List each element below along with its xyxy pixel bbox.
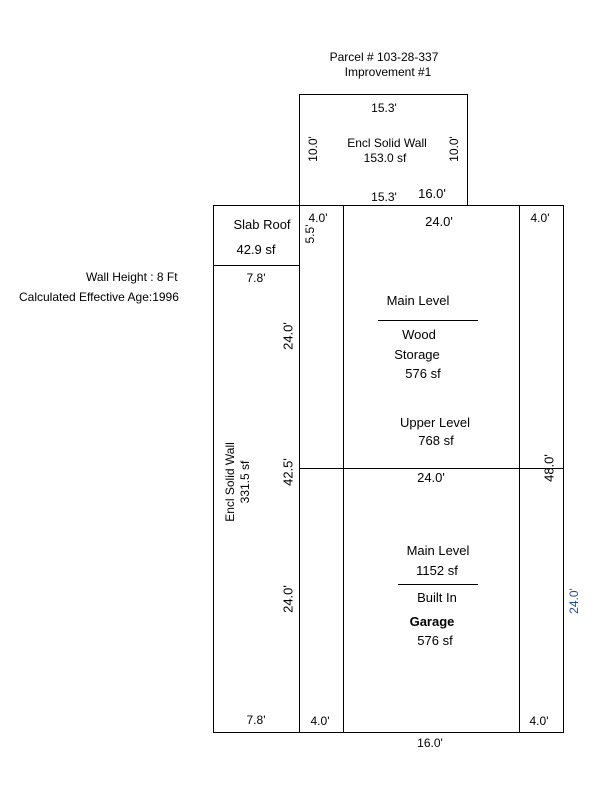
lower-room-rule	[398, 584, 478, 585]
slab-roof-dim: 7.8'	[246, 271, 266, 285]
top-box-left-dim: 10.0'	[306, 136, 320, 162]
effective-age: Calculated Effective Age:1996	[19, 290, 179, 304]
upper-room-level: Main Level	[386, 293, 450, 308]
dim-right-total-vert: 48.0'	[541, 454, 557, 482]
improvement-label: Improvement #1	[344, 65, 432, 79]
main-right-line	[519, 205, 520, 733]
parcel-number: Parcel # 103-28-337	[329, 50, 439, 64]
top-box-area: 153.0 sf	[363, 151, 407, 165]
dim-main-top: 24.0'	[425, 214, 453, 229]
dim-left-lower-vert: 24.0'	[280, 585, 296, 613]
left-strip-line	[299, 205, 300, 733]
dim-middle-width: 24.0'	[417, 470, 445, 485]
upper-level-area: 768 sf	[418, 433, 454, 448]
top-box-top-dim: 15.3'	[371, 101, 397, 115]
dim-right-strip-bottom: 4.0'	[529, 714, 549, 728]
dim-left-strip-bottom: 4.0'	[310, 714, 330, 728]
dim-left-total-vert: 42.5'	[280, 458, 296, 486]
top-box-bottom-dim: 15.3'	[371, 190, 397, 204]
dim-right-strip-top: 4.0'	[530, 211, 550, 225]
middle-divider	[299, 468, 564, 469]
slab-roof-label: Slab Roof	[233, 217, 291, 232]
outer-frame	[213, 205, 564, 733]
lower-room-use: Garage	[409, 614, 455, 629]
top-box-side-dim: 16.0'	[418, 186, 446, 201]
main-left-line	[343, 205, 344, 733]
upper-room-area: 576 sf	[405, 366, 441, 381]
slab-roof-divider	[213, 265, 300, 266]
top-box-label: Encl Solid Wall	[347, 136, 427, 150]
upper-level-label: Upper Level	[399, 415, 471, 430]
upper-room-rule	[378, 320, 478, 321]
left-wing-bottom-dim: 7.8'	[246, 713, 266, 727]
lower-room-type: Built In	[417, 590, 457, 605]
dim-left-strip-top: 4.0'	[308, 211, 328, 225]
lower-room-area: 576 sf	[417, 633, 453, 648]
left-wing-area: 331.5 sf	[238, 460, 252, 504]
wall-height: Wall Height : 8 Ft	[86, 270, 178, 284]
dim-bottom-width: 16.0'	[417, 736, 443, 750]
dim-right-lower-vert: 24.0'	[567, 588, 581, 614]
dim-left-strip-vert: 5.5'	[303, 224, 317, 244]
slab-roof-area: 42.9 sf	[236, 242, 276, 257]
left-wing-name: Encl Solid Wall	[223, 442, 237, 522]
upper-room-type: Wood	[402, 327, 436, 342]
dim-left-upper-vert: 24.0'	[280, 322, 296, 350]
upper-room-use: Storage	[394, 347, 440, 362]
top-box-right-dim: 10.0'	[447, 136, 461, 162]
lower-room-level: Main Level	[406, 543, 470, 558]
lower-room-level-area: 1152 sf	[416, 563, 458, 578]
left-wing-label: Encl Solid Wall 331.5 sf	[223, 442, 253, 522]
